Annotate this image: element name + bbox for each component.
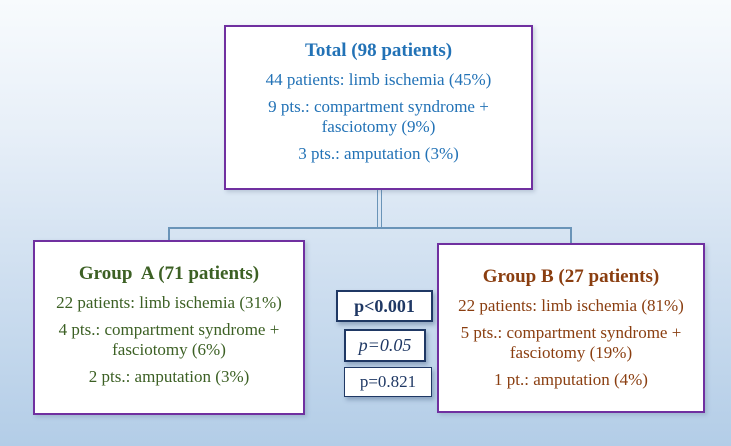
connector-drop-group-a bbox=[168, 227, 170, 240]
group-a-box: Group A (71 patients) 22 patients: limb … bbox=[33, 240, 305, 415]
connector-stem-double-line bbox=[377, 190, 382, 228]
group-b-box: Group B (27 patients) 22 patients: limb … bbox=[437, 243, 705, 413]
total-box-line-ischemia: 44 patients: limb ischemia (45%) bbox=[265, 69, 492, 89]
p-value-top-label: p<0.001 bbox=[354, 295, 415, 316]
group-a-line-compartment: 4 pts.: compartment syndrome + fasciotom… bbox=[58, 319, 280, 359]
total-box-line-compartment: 9 pts.: compartment syndrome + fasciotom… bbox=[268, 96, 489, 136]
connector-horizontal-line bbox=[168, 227, 572, 229]
total-patients-box: Total (98 patients) 44 patients: limb is… bbox=[224, 25, 533, 190]
total-box-line-amputation: 3 pts.: amputation (3%) bbox=[298, 143, 459, 163]
group-b-line-compartment: 5 pts.: compartment syndrome + fasciotom… bbox=[460, 322, 682, 362]
group-b-line-ischemia: 22 patients: limb ischemia (81%) bbox=[458, 295, 684, 315]
group-a-title: Group A (71 patients) bbox=[78, 263, 260, 284]
p-value-middle-label: p=0.05 bbox=[358, 335, 412, 355]
p-value-bottom-label: p=0.821 bbox=[359, 372, 417, 391]
group-b-line-amputation: 1 pt.: amputation (4%) bbox=[494, 369, 648, 389]
group-b-title: Group B (27 patients) bbox=[482, 266, 660, 287]
group-a-line-amputation: 2 pts.: amputation (3%) bbox=[88, 366, 250, 386]
p-value-box-bottom: p=0.821 bbox=[344, 367, 432, 397]
p-value-box-top: p<0.001 bbox=[336, 290, 433, 322]
total-box-title: Total (98 patients) bbox=[304, 40, 453, 61]
connector-drop-group-b bbox=[570, 227, 572, 243]
group-a-line-ischemia: 22 patients: limb ischemia (31%) bbox=[56, 292, 282, 312]
p-value-box-middle: p=0.05 bbox=[344, 329, 426, 362]
